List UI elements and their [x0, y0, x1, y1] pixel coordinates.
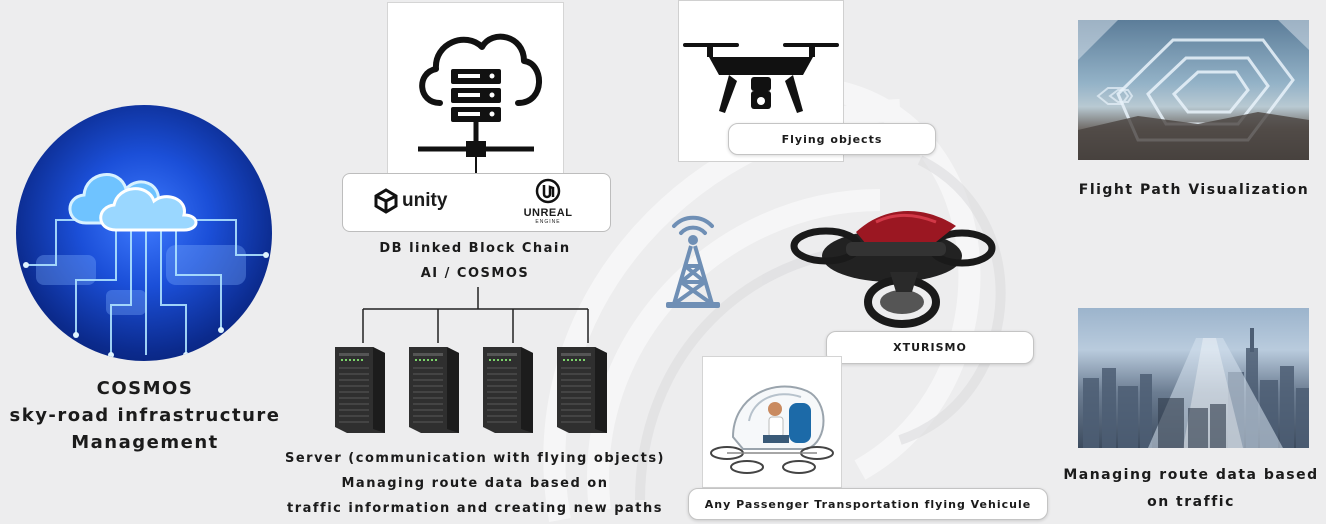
- cloud-circuit-icon: [23, 173, 269, 358]
- passenger-label: Any Passenger Transportation flying Vehi…: [688, 488, 1048, 520]
- unreal-sublabel: ENGINE: [535, 219, 561, 225]
- passenger-pod-icon: [710, 385, 834, 474]
- db-caption-line-1: DB linked Block Chain: [379, 241, 571, 256]
- unity-label: unity: [402, 190, 448, 211]
- unity-logo: unity: [373, 188, 447, 214]
- unreal-logo-icon: [535, 178, 561, 204]
- server-icon: [483, 347, 533, 433]
- cosmos-circle: [16, 105, 272, 361]
- cosmos-line-2: sky-road infrastructure: [9, 405, 281, 426]
- unreal-label: UNREAL: [523, 207, 573, 219]
- engine-logos-panel: unity UNREAL ENGINE: [342, 173, 611, 232]
- city-skyline: [1083, 328, 1309, 448]
- cosmos-line-3: Management: [71, 432, 219, 453]
- flight-path-hexagons: [1078, 20, 1309, 160]
- server-icon: [409, 347, 459, 433]
- antenna-tower-icon: [666, 215, 720, 308]
- hoverbike-icon: [790, 210, 996, 328]
- cosmos-title: COSMOS sky-road infrastructure Managemen…: [0, 375, 290, 456]
- flying-objects-label: Flying objects: [728, 123, 936, 155]
- db-caption-line-2: AI / COSMOS: [420, 266, 530, 281]
- city-route-image: [1078, 308, 1309, 448]
- server-caption-line-1: Server (communication with flying object…: [284, 451, 665, 466]
- cosmos-line-1: COSMOS: [96, 378, 194, 399]
- server-icon: [335, 347, 385, 433]
- cloud-server-icon: [418, 33, 542, 175]
- server-icon: [557, 347, 607, 433]
- db-caption: DB linked Block Chain AI / COSMOS: [350, 236, 600, 286]
- server-caption-line-2: Managing route data based on: [341, 476, 609, 491]
- unreal-logo: UNREAL ENGINE: [515, 178, 581, 226]
- server-connector-lines: [362, 287, 589, 343]
- flight-path-image: [1078, 20, 1309, 160]
- xturismo-label: XTURISMO: [826, 331, 1034, 364]
- unity-logo-icon: [374, 188, 398, 214]
- drone-icon: [683, 43, 839, 113]
- cloud-server-panel: [387, 2, 564, 176]
- passenger-panel: [702, 356, 842, 488]
- route-caption-line-1: Managing route data based: [1063, 467, 1319, 483]
- flight-path-caption: Flight Path Visualization: [1078, 182, 1310, 198]
- server-caption: Server (communication with flying object…: [282, 446, 668, 521]
- route-caption-line-2: on traffic: [1147, 494, 1235, 510]
- server-caption-line-3: traffic information and creating new pat…: [286, 501, 664, 516]
- route-caption: Managing route data based on traffic: [1058, 462, 1324, 516]
